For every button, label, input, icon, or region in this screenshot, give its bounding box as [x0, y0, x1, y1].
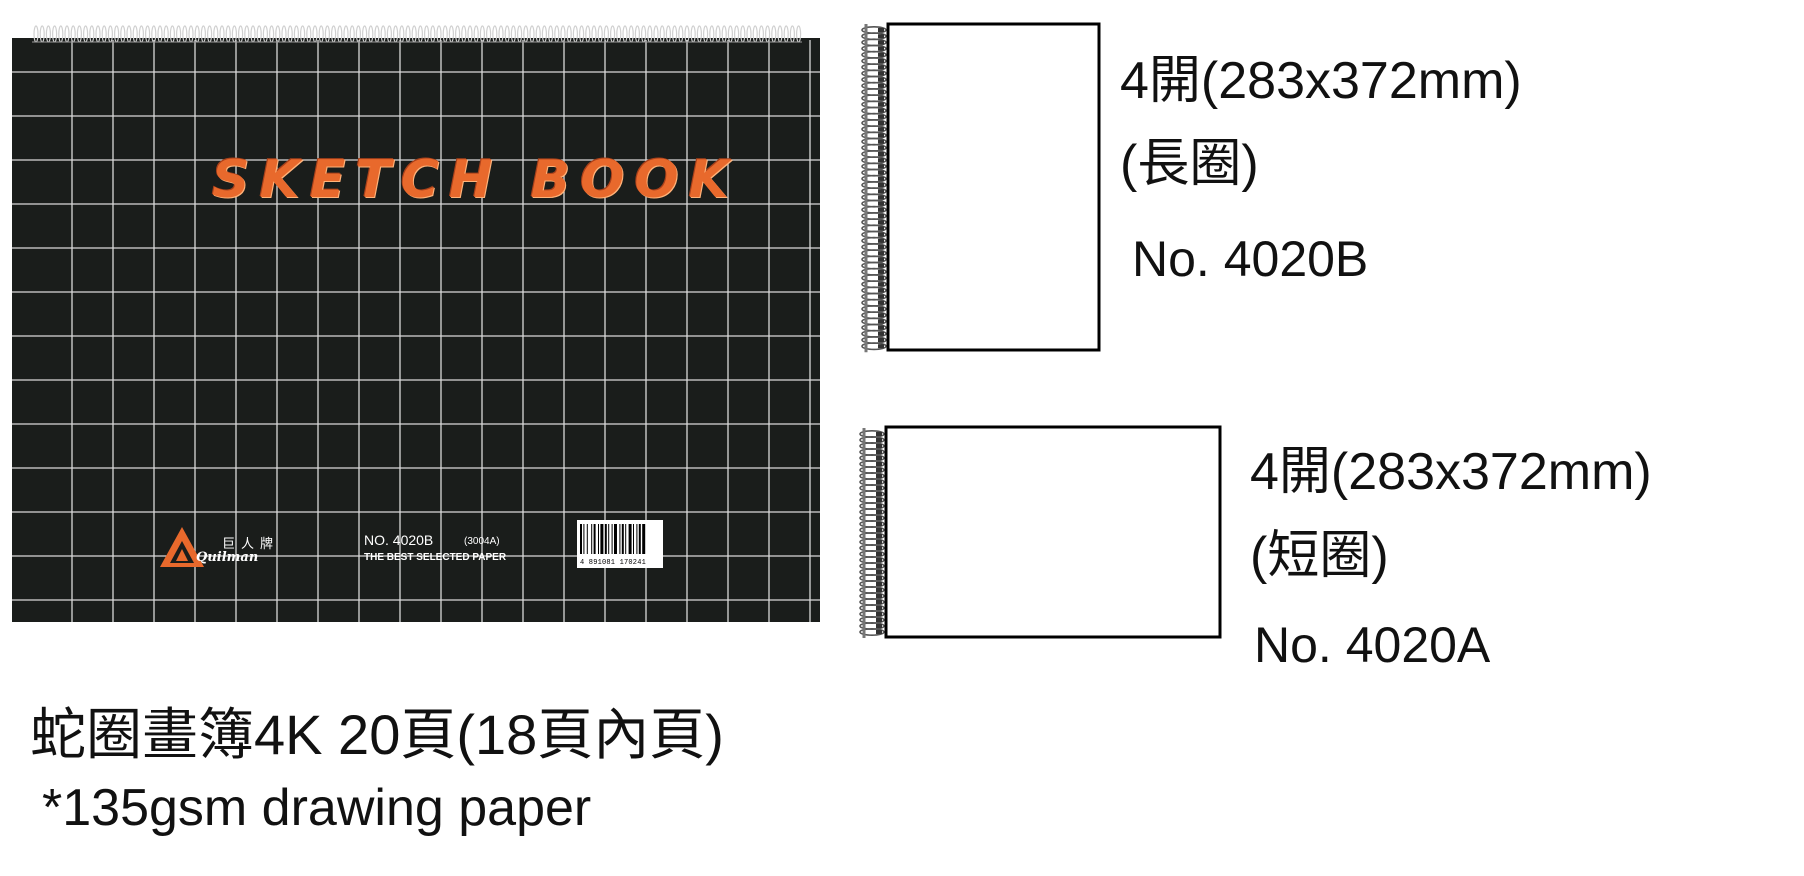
barcode-icon	[580, 524, 646, 554]
spiral-binding-icon	[32, 25, 802, 43]
cover-model-code: (3004A)	[464, 536, 500, 547]
cover-model-number: NO. 4020B	[364, 532, 434, 548]
cover-title: SKETCH BOOK	[212, 150, 739, 210]
cover-background	[12, 38, 820, 622]
long-ring-diagram	[858, 22, 1103, 358]
cover-artwork	[12, 25, 820, 622]
long-ring-size: 4開(283x372mm)	[1120, 52, 1522, 110]
long-ring-notebook-icon	[861, 22, 1101, 353]
long-ring-model: No. 4020B	[1132, 231, 1369, 287]
short-ring-binding: (短圈)	[1250, 527, 1389, 585]
barcode-number: 4 891081 170241	[580, 559, 647, 567]
short-ring-diagram	[856, 424, 1224, 646]
barcode: 4 891081 170241	[577, 520, 663, 568]
long-ring-binding: (長圈)	[1120, 135, 1259, 193]
short-ring-size: 4開(283x372mm)	[1250, 443, 1652, 501]
short-ring-notebook-icon	[859, 425, 1222, 639]
cover-tagline: THE BEST SELECTED PAPER	[364, 552, 507, 563]
quilman-logo-icon	[160, 527, 204, 567]
sketch-book-cover: SKETCH BOOK 巨人牌 Quilman NO. 4020B (3004A…	[12, 22, 820, 622]
product-name: 蛇圈畫簿4K 20頁(18頁內頁)	[30, 703, 724, 766]
cover-grid	[12, 40, 820, 622]
short-ring-model: No. 4020A	[1254, 617, 1491, 673]
brand-chinese-name: 巨人牌	[222, 537, 280, 552]
paper-spec: *135gsm drawing paper	[42, 779, 592, 837]
brand-english-name: Quilman	[196, 550, 259, 565]
